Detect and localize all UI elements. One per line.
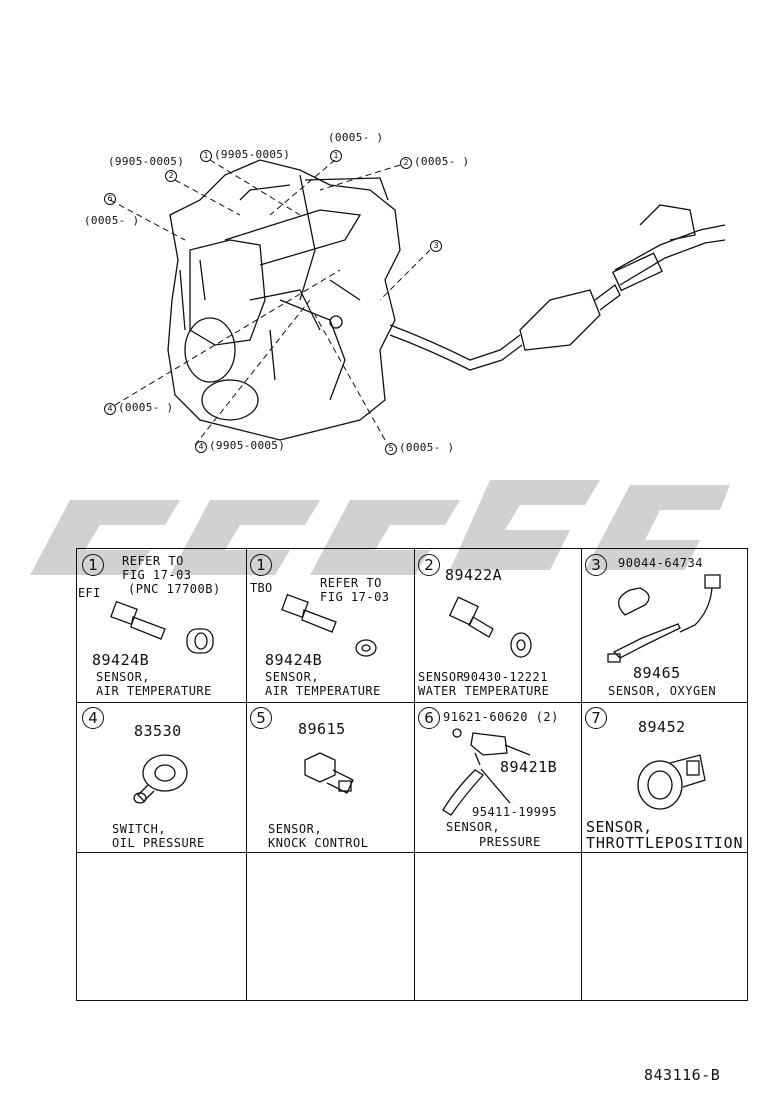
cell-8-caption-2: THROTTLEPOSITION: [586, 834, 744, 852]
cell-4-part-number: 90044-64734: [618, 556, 703, 570]
cell-4-part-number-2: 89465: [633, 664, 681, 682]
figure-code: 843116-B: [644, 1066, 721, 1084]
cell-3-part-number-2: 90430-12221: [463, 670, 548, 684]
air-temp-sensor-efi-drawing: [110, 600, 214, 654]
cell-6-caption-1: SENSOR,: [268, 822, 323, 836]
cell-3-part-number: 89422A: [445, 566, 503, 584]
cell-1-caption-1: SENSOR,: [96, 670, 151, 684]
engine-block: [167, 159, 401, 441]
callout-2b-label: (0005- ): [414, 155, 470, 168]
callout-1b-label: (0005- ): [328, 131, 384, 144]
cell-7-caption-1: SENSOR,: [446, 820, 501, 834]
cell-1-refer-3: (PNC 17700B): [128, 582, 221, 596]
cell-1-number: 1: [82, 554, 104, 576]
cell-7-part-number-3: 95411-19995: [472, 805, 557, 819]
cell-1-refer-1: REFER TO: [122, 554, 184, 568]
cell-1-refer-2: FIG 17-03: [122, 568, 192, 582]
air-temp-sensor-tbo-drawing: [281, 593, 377, 657]
cell-7-part-number-2: 89421B: [500, 758, 558, 776]
cell-8-part-number: 89452: [638, 718, 686, 736]
cell-2-refer-1: REFER TO: [320, 576, 382, 590]
cell-2-caption-1: SENSOR,: [265, 670, 320, 684]
cell-5-part-number: 83530: [134, 722, 182, 740]
pressure-sensor-drawing: [442, 728, 531, 816]
cell-4-number: 3: [585, 554, 607, 576]
cell-2-number: 1: [250, 554, 272, 576]
knock-sensor-drawing: [304, 752, 354, 794]
callout-6-marker: 6: [104, 193, 116, 205]
cell-4-caption-1: SENSOR, OXYGEN: [608, 684, 717, 698]
cell-2-part-number: 89424B: [265, 651, 323, 669]
callout-2-marker: 2: [165, 170, 177, 182]
cell-7-caption-2: PRESSURE: [479, 835, 541, 849]
callout-4b-label: (9905-0005): [209, 439, 286, 452]
cell-8-caption-1: SENSOR,: [586, 818, 653, 836]
cell-5-number: 4: [82, 707, 104, 729]
water-temp-sensor-drawing: [448, 596, 532, 658]
cell-5-caption-2: OIL PRESSURE: [112, 836, 205, 850]
callout-2-label: (9905-0005): [108, 155, 185, 168]
cell-1-variant: EFI: [78, 586, 101, 600]
catalytic-converter: [519, 289, 601, 351]
callout-6-label: (0005- ): [84, 214, 140, 227]
cell-6-part-number: 89615: [298, 720, 346, 738]
throttle-position-sensor-drawing: [637, 754, 706, 810]
cell-7-part-number: 91621-60620 (2): [443, 710, 559, 724]
callout-1b-marker: 1: [330, 150, 342, 162]
callout-4b-marker: 4: [195, 441, 207, 453]
callout-5-label: (0005- ): [399, 441, 455, 454]
cell-5-caption-1: SWITCH,: [112, 822, 167, 836]
parts-grid: [76, 548, 748, 1001]
cell-1-part-number: 89424B: [92, 651, 150, 669]
cell-6-number: 5: [250, 707, 272, 729]
cell-3-caption-2: WATER TEMPERATURE: [418, 684, 550, 698]
callout-4-marker: 4: [104, 403, 116, 415]
callout-1-label: (9905-0005): [214, 148, 291, 161]
cell-8-number: 7: [585, 707, 607, 729]
engine-exploded-view: [109, 159, 726, 446]
callout-5-marker: 5: [385, 443, 397, 455]
oxygen-sensor-drawing: [607, 574, 721, 663]
cell-2-variant: TBO: [250, 581, 273, 595]
oil-pressure-switch-drawing: [133, 754, 188, 804]
callout-1-marker: 1: [200, 150, 212, 162]
cell-1-caption-2: AIR TEMPERATURE: [96, 684, 212, 698]
callout-4-label: (0005- ): [118, 401, 174, 414]
callout-2b-marker: 2: [400, 157, 412, 169]
exhaust-pipe: [389, 324, 521, 361]
cell-2-caption-2: AIR TEMPERATURE: [265, 684, 381, 698]
cell-2-refer-2: FIG 17-03: [320, 590, 390, 604]
cell-3-caption-1: SENSOR: [418, 670, 465, 684]
cell-6-caption-2: KNOCK CONTROL: [268, 836, 369, 850]
cell-3-number: 2: [418, 554, 440, 576]
cell-7-number: 6: [418, 707, 440, 729]
callout-3-marker: 3: [430, 240, 442, 252]
